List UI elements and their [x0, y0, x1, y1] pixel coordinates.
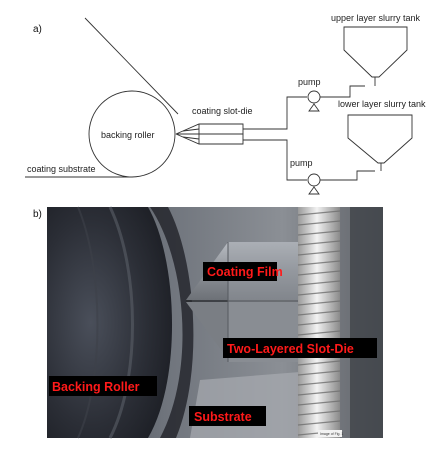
lower-tank-label: lower layer slurry tank: [338, 99, 426, 109]
slot-die-lower: [175, 133, 244, 145]
substrate-label: Substrate: [194, 410, 252, 424]
upper-feed-line: [243, 96, 307, 130]
image-tag-box: [318, 430, 342, 437]
backing-roller-photo-label: Backing Roller: [52, 380, 140, 394]
lower-feed-line: [243, 139, 307, 181]
upper-tank-line: [320, 85, 365, 98]
coating-photo: Coating Film Two-Layered Slot-Die Backin…: [47, 206, 383, 439]
coating-film-label: Coating Film: [207, 265, 283, 279]
backing-roller-label: backing roller: [101, 130, 155, 140]
substrate-label-box: [189, 406, 266, 426]
photo-threaded-rod: [297, 207, 341, 438]
slot-die-schematic: [175, 123, 244, 145]
lower-tank-icon: [347, 114, 413, 171]
substrate-line-upper: [84, 17, 179, 115]
photo-backing-roller: [47, 207, 173, 438]
coating-substrate-label: coating substrate: [27, 164, 96, 174]
slot-die-label: Two-Layered Slot-Die: [227, 342, 354, 356]
schematic-panel: a) backing roller coating substrate coat…: [25, 13, 426, 195]
upper-tank-icon: [343, 26, 408, 86]
backing-roller-circle: [88, 90, 176, 178]
slot-die-label-box: [223, 338, 377, 358]
panel-a-label: a): [33, 24, 42, 35]
panel-b-label: b): [33, 209, 42, 220]
upper-tank-label: upper layer slurry tank: [331, 13, 421, 23]
slot-die-upper: [175, 123, 244, 135]
backing-roller-photo-label-box: [49, 376, 157, 396]
pump-top-label: pump: [298, 77, 321, 87]
pump-bottom-label: pump: [290, 158, 313, 168]
coating-slot-die-label: coating slot-die: [192, 106, 253, 116]
image-tag: Image of Fig. 1: [320, 432, 343, 436]
lower-tank-line: [320, 170, 375, 181]
coating-film-label-box: [203, 262, 277, 281]
pump-top-icon: [307, 90, 321, 112]
pump-bottom-icon: [307, 173, 321, 195]
